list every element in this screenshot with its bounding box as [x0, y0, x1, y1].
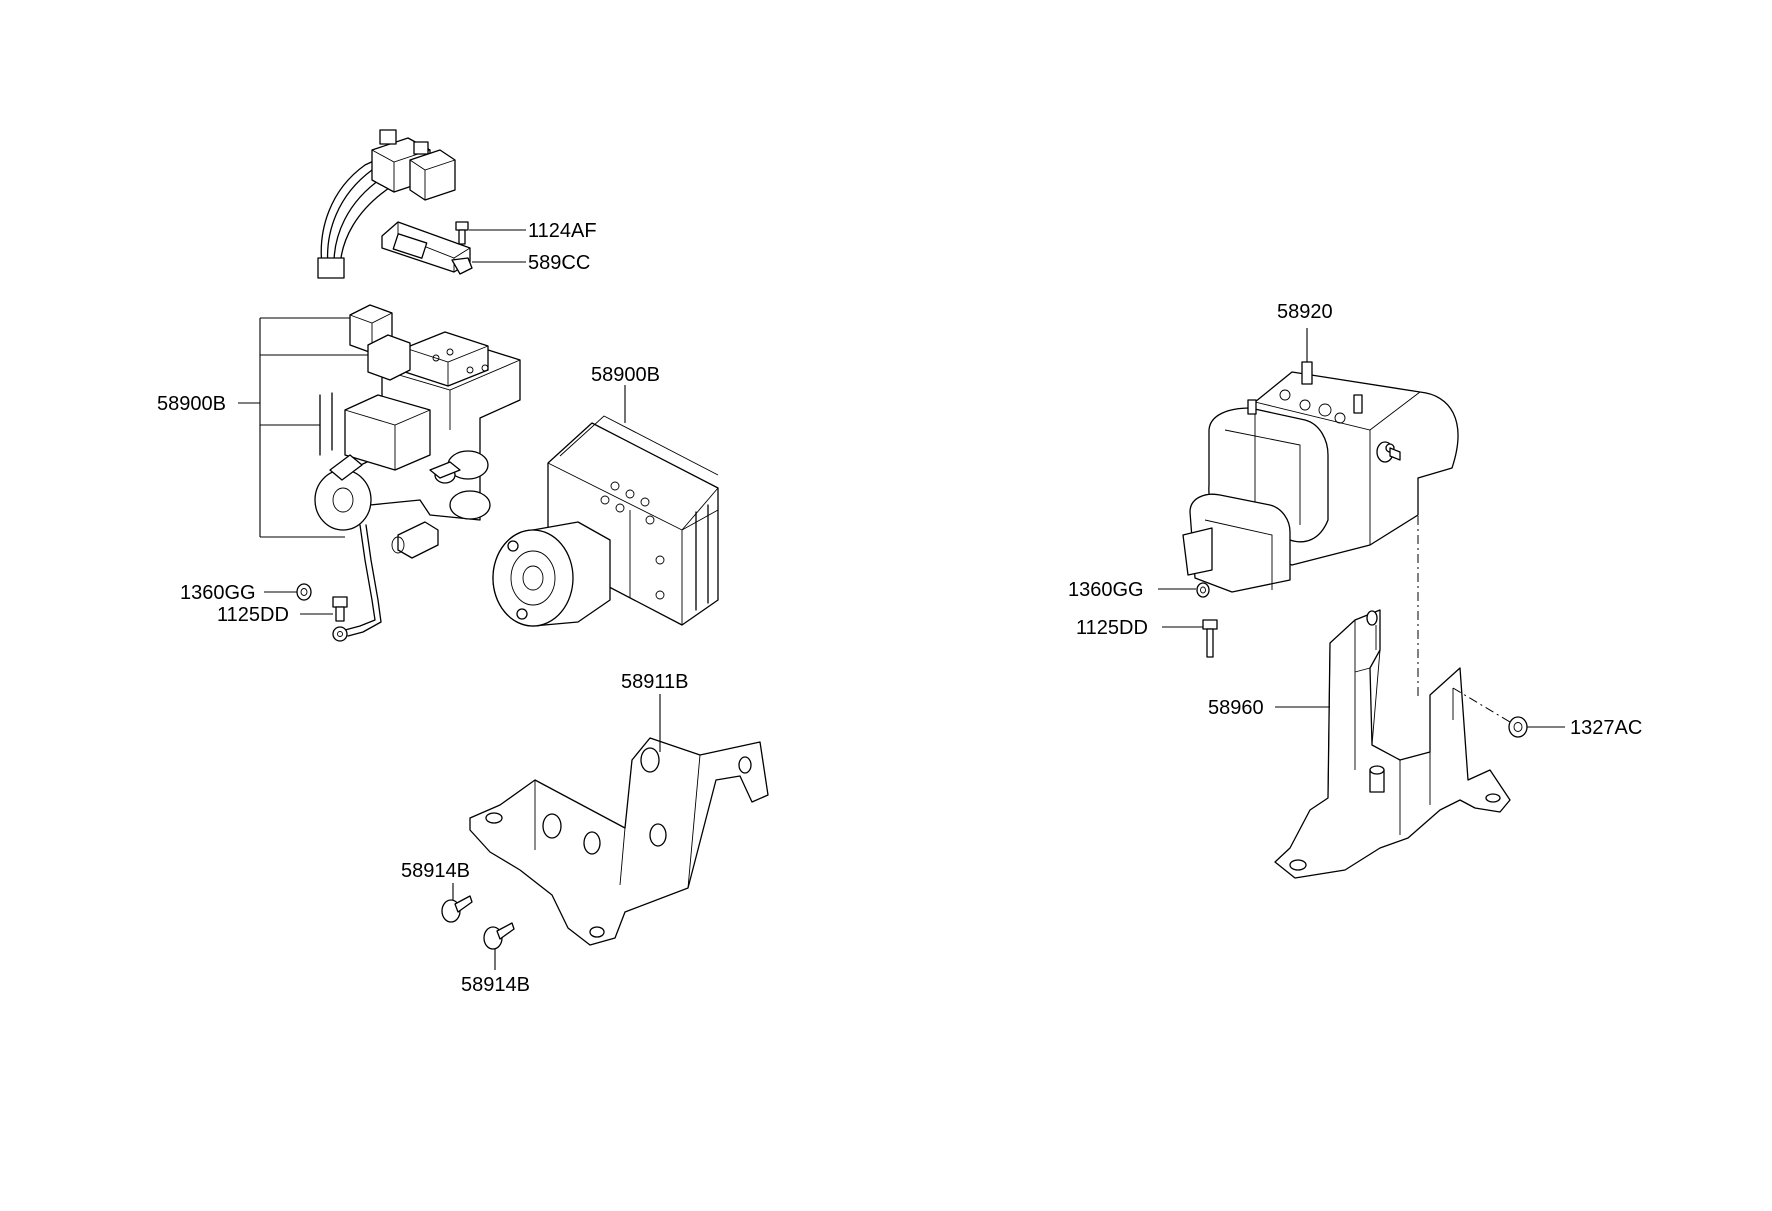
bolt-58914b-a-icon: [441, 895, 473, 923]
label-58900b-left: 58900B: [157, 393, 226, 415]
bracket-58911b-drawing: [469, 737, 769, 946]
label-58911b: 58911B: [621, 671, 688, 693]
label-1124af: 1124AF: [528, 220, 597, 242]
leader-lines: [238, 229, 1565, 970]
label-589cc: 589CC: [528, 252, 590, 274]
label-58914b-b: 58914B: [461, 974, 530, 996]
label-1125dd-right: 1125DD: [1076, 617, 1148, 639]
wiring-harness-drawing: [317, 129, 456, 279]
label-58960: 58960: [1208, 697, 1264, 719]
label-1327ac: 1327AC: [1570, 717, 1642, 739]
ecu-bracket-drawing: [381, 221, 473, 275]
bolt-1125dd-left-icon: [332, 596, 348, 622]
label-1360gg-right: 1360GG: [1068, 579, 1144, 601]
label-58920: 58920: [1277, 301, 1333, 323]
hecu-assembly-drawing: [492, 415, 719, 627]
nut-1327ac-icon: [1508, 716, 1528, 738]
label-58914b-a: 58914B: [401, 860, 470, 882]
ground-wire-drawing: [332, 524, 382, 642]
bolt-1125dd-right-icon: [1202, 619, 1218, 658]
label-58900b-top: 58900B: [591, 364, 660, 386]
bracket-58960-drawing: [1274, 609, 1511, 879]
bolt-1124af-icon: [455, 221, 469, 245]
label-1360gg-left: 1360GG: [180, 582, 256, 604]
hecu-58920-drawing: [1182, 361, 1459, 593]
label-1125dd-left: 1125DD: [217, 604, 289, 626]
bolt-58914b-b-icon: [483, 922, 515, 950]
nut-1360gg-right-icon: [1196, 582, 1210, 598]
nut-1360gg-icon: [296, 583, 312, 601]
assembly-centerline: [1417, 478, 1516, 726]
abs-modulator-left-drawing: [314, 304, 521, 559]
